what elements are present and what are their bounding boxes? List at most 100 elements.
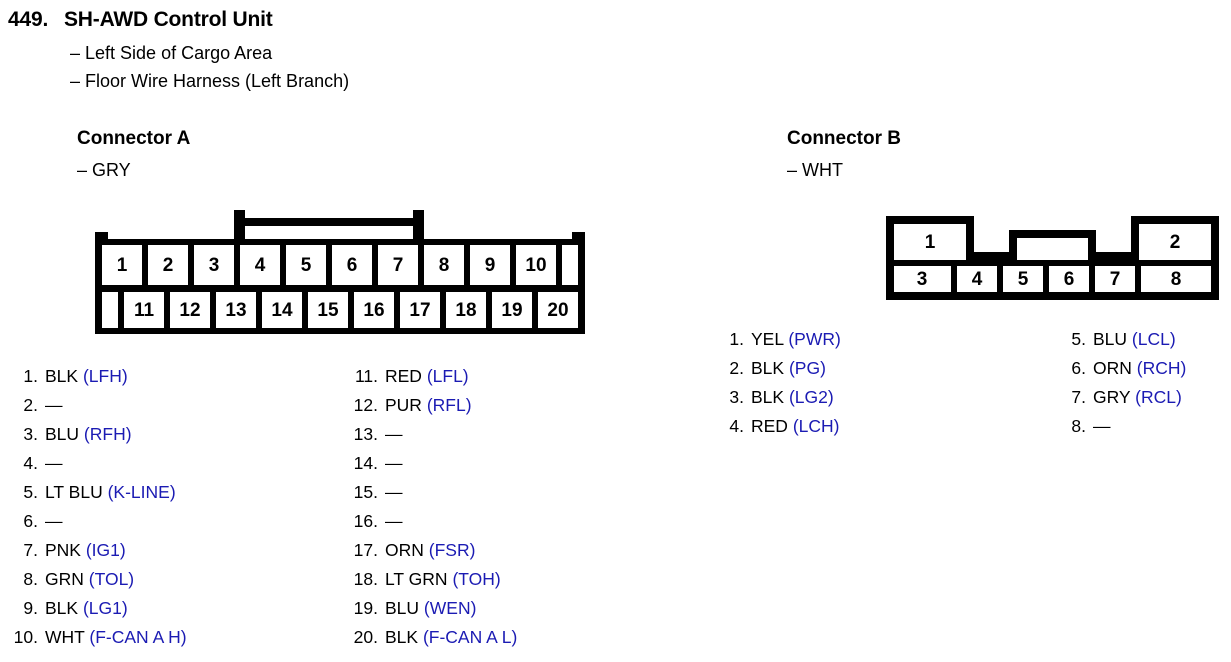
pin-row: 4.— <box>8 449 187 478</box>
pin-number: 16. <box>353 511 378 531</box>
connector-b-housing-color: – WHT <box>787 160 843 180</box>
svg-text:19: 19 <box>501 300 522 321</box>
svg-text:4: 4 <box>255 255 266 276</box>
pin-row: 8.— <box>1070 412 1186 441</box>
pin-wire-color: GRN <box>45 569 84 589</box>
svg-text:17: 17 <box>409 300 430 321</box>
connector-a-pin-list-left: 1.BLK (LFH) 2.— 3.BLU (RFH) 4.— 5.LT BLU… <box>8 362 187 652</box>
pin-number: 6. <box>23 511 38 531</box>
pin-wire-color: RED <box>385 366 422 386</box>
connector-a-diagram: 1 2 3 4 5 6 7 8 9 10 11 12 13 14 15 16 1… <box>95 210 585 334</box>
pin-wire-color: — <box>1093 416 1111 436</box>
pin-signal-name: (TOL) <box>88 569 135 589</box>
pin-number: 6. <box>1071 358 1086 378</box>
pin-row: 19.BLU (WEN) <box>348 594 517 623</box>
pin-wire-color: BLU <box>385 598 420 618</box>
pin-wire-color: BLK <box>45 366 79 386</box>
pin-signal-name: (TOH) <box>452 569 501 589</box>
pin-number: 9. <box>23 598 38 618</box>
svg-text:1: 1 <box>925 232 936 253</box>
pin-row: 12. PUR (RFL) <box>348 391 517 420</box>
pin-row: 14.— <box>348 449 517 478</box>
svg-text:5: 5 <box>1018 269 1029 290</box>
connector-b-title: Connector B <box>787 128 901 149</box>
pin-signal-name: (LG1) <box>82 598 128 618</box>
connector-a-housing-color: – GRY <box>77 160 131 180</box>
pin-row: 10. WHT (F-CAN A H) <box>8 623 187 652</box>
svg-text:6: 6 <box>347 255 358 276</box>
pin-wire-color: YEL <box>751 329 784 349</box>
svg-text:12: 12 <box>179 300 200 321</box>
pin-number: 7. <box>1071 387 1086 407</box>
pin-row: 7.GRY (RCL) <box>1070 383 1186 412</box>
pin-signal-name: (F-CAN A H) <box>89 627 187 647</box>
pin-wire-color: — <box>385 453 403 473</box>
svg-text:4: 4 <box>972 269 983 290</box>
pin-number: 18. <box>353 569 378 589</box>
item-title: SH-AWD Control Unit <box>64 8 273 31</box>
svg-text:16: 16 <box>363 300 384 321</box>
pin-row: 17.ORN (FSR) <box>348 536 517 565</box>
pin-wire-color: PNK <box>45 540 81 560</box>
pin-signal-name: (K-LINE) <box>107 482 176 502</box>
pin-wire-color: ORN <box>385 540 424 560</box>
pin-signal-name: (PG) <box>788 358 826 378</box>
pin-number: 3. <box>23 424 38 444</box>
svg-text:6: 6 <box>1064 269 1075 290</box>
pin-wire-color: LT GRN <box>385 569 448 589</box>
pin-row: 5.LT BLU (K-LINE) <box>8 478 187 507</box>
svg-text:18: 18 <box>455 300 476 321</box>
pin-wire-color: RED <box>751 416 788 436</box>
pin-number: 7. <box>23 540 38 560</box>
pin-row: 3. BLU (RFH) <box>8 420 187 449</box>
pin-wire-color: — <box>45 511 63 531</box>
pin-number: 1. <box>729 329 744 349</box>
svg-text:2: 2 <box>163 255 174 276</box>
pin-wire-color: — <box>385 424 403 444</box>
pin-wire-color: BLU <box>45 424 80 444</box>
pin-row: 2.— <box>8 391 187 420</box>
svg-text:1: 1 <box>117 255 128 276</box>
pin-wire-color: — <box>45 453 63 473</box>
pin-wire-color: BLK <box>751 387 785 407</box>
pin-number: 11. <box>354 366 378 386</box>
svg-text:14: 14 <box>271 300 293 321</box>
pin-row: 3.BLK (LG2) <box>728 383 841 412</box>
svg-text:8: 8 <box>439 255 450 276</box>
pin-row: 15.— <box>348 478 517 507</box>
svg-text:15: 15 <box>317 300 339 321</box>
pin-wire-color: WHT <box>45 627 85 647</box>
connector-b-top-pin-numbers: 1 2 <box>925 232 1181 253</box>
svg-text:8: 8 <box>1171 269 1182 290</box>
connector-a-bottom-pin-numbers: 11 12 13 14 15 16 17 18 19 20 <box>134 300 569 321</box>
pin-number: 5. <box>1071 329 1086 349</box>
pin-row: 1.BLK (LFH) <box>8 362 187 391</box>
pin-signal-name: (RCH) <box>1136 358 1187 378</box>
pin-row: 13.— <box>348 420 517 449</box>
pin-number: 2. <box>23 395 38 415</box>
pin-row: 7. PNK (IG1) <box>8 536 187 565</box>
connector-b-diagram: 1 2 3 4 5 6 7 8 <box>886 216 1219 300</box>
pin-signal-name: (IG1) <box>85 540 126 560</box>
pin-number: 8. <box>23 569 38 589</box>
pin-wire-color: LT BLU <box>45 482 103 502</box>
pin-number: 12. <box>353 395 378 415</box>
svg-text:3: 3 <box>209 255 220 276</box>
connector-a-pin-list-right: 11.RED (LFL) 12.PUR (RFL) 13.— 14.— 15.—… <box>348 362 518 652</box>
pin-wire-color: BLK <box>385 627 419 647</box>
pin-row: 20.BLK (F-CAN A L) <box>348 623 518 652</box>
pin-wire-color: BLK <box>45 598 79 618</box>
connector-b-pin-list-left: 1.YEL (PWR) 2.BLK (PG) 3.BLK (LG2) 4.RED… <box>728 325 841 441</box>
pin-signal-name: (RFL) <box>426 395 472 415</box>
pin-row: 4.RED (LCH) <box>728 412 841 441</box>
pin-signal-name: (WEN) <box>423 598 477 618</box>
page-title: 449.SH-AWD Control Unit <box>8 8 273 32</box>
pin-signal-name: (RFH) <box>83 424 132 444</box>
pin-number: 10. <box>13 627 38 647</box>
svg-text:10: 10 <box>525 255 546 276</box>
pin-wire-color: BLU <box>1093 329 1128 349</box>
pin-row: 6.ORN (RCH) <box>1070 354 1186 383</box>
pin-wire-color: PUR <box>385 395 422 415</box>
pin-signal-name: (RCL) <box>1135 387 1182 407</box>
pin-row: 2.BLK (PG) <box>728 354 841 383</box>
